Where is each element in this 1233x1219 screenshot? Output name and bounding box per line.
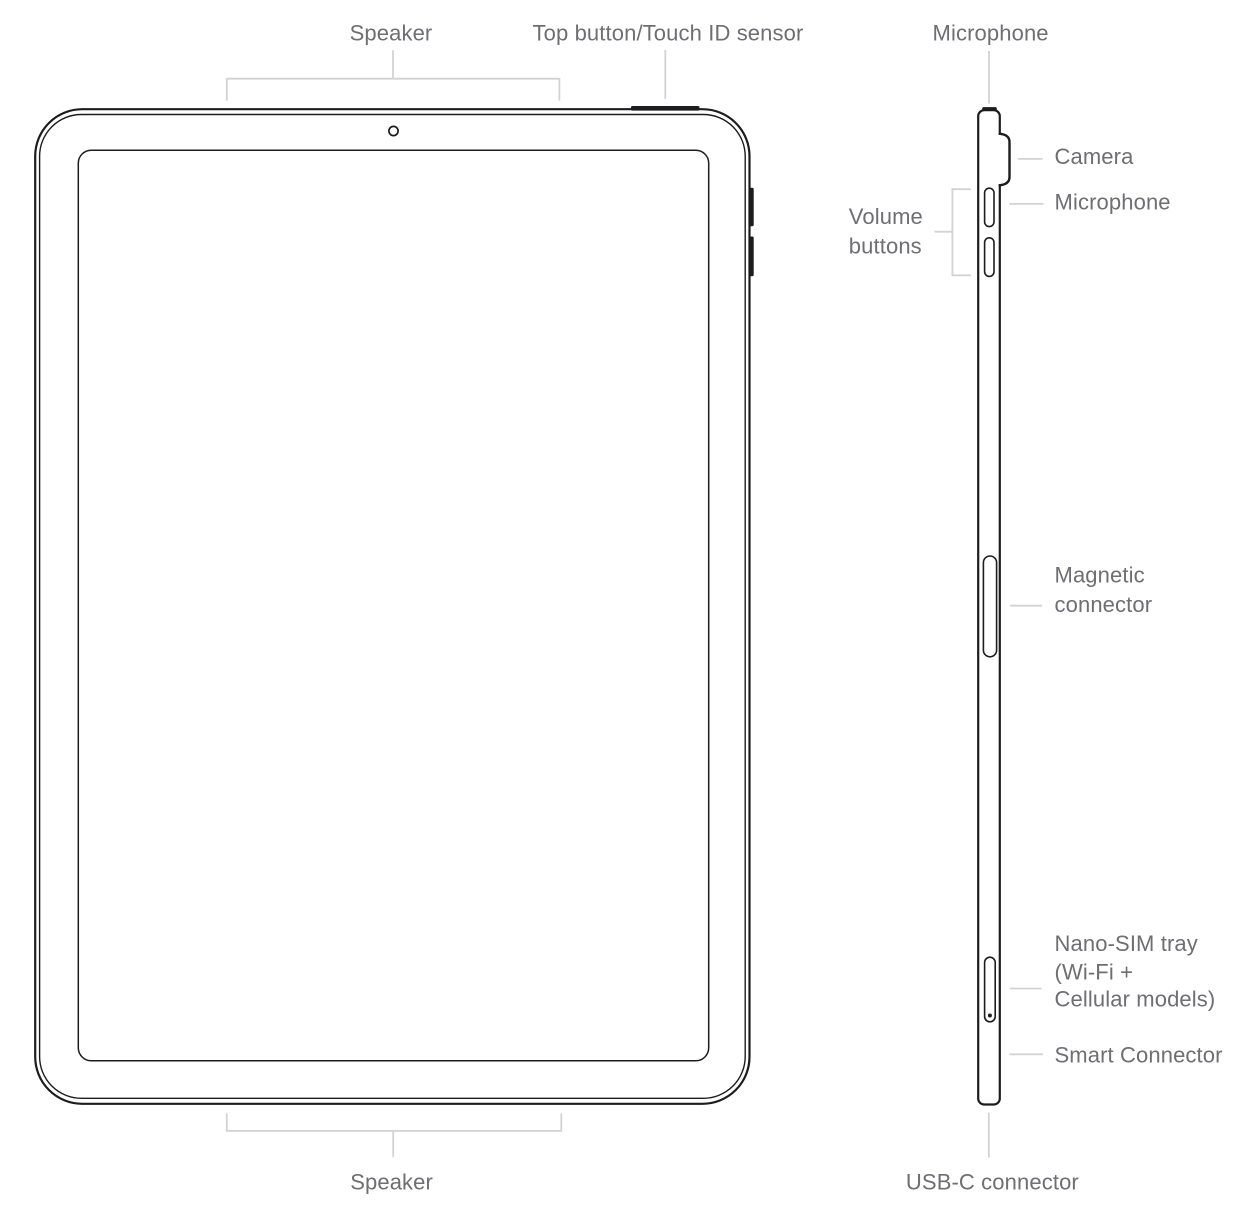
svg-text:Camera: Camera	[1055, 144, 1135, 169]
svg-text:Top button/Touch ID sensor: Top button/Touch ID sensor	[533, 21, 804, 46]
svg-text:Speaker: Speaker	[350, 1169, 433, 1194]
svg-text:USB-C connector: USB-C connector	[906, 1169, 1079, 1194]
svg-text:Speaker: Speaker	[350, 21, 433, 46]
svg-text:Magnetic: Magnetic	[1055, 562, 1145, 587]
svg-text:Nano-SIM tray: Nano-SIM tray	[1055, 931, 1198, 956]
svg-text:Microphone: Microphone	[933, 21, 1049, 46]
svg-text:Microphone: Microphone	[1055, 190, 1171, 215]
svg-text:connector: connector	[1055, 592, 1153, 617]
svg-text:Smart Connector: Smart Connector	[1055, 1043, 1223, 1068]
svg-text:(Wi-Fi +: (Wi-Fi +	[1055, 960, 1134, 985]
svg-text:Cellular models): Cellular models)	[1055, 987, 1216, 1012]
svg-text:Volume: Volume	[849, 204, 923, 229]
svg-text:buttons: buttons	[849, 234, 922, 259]
